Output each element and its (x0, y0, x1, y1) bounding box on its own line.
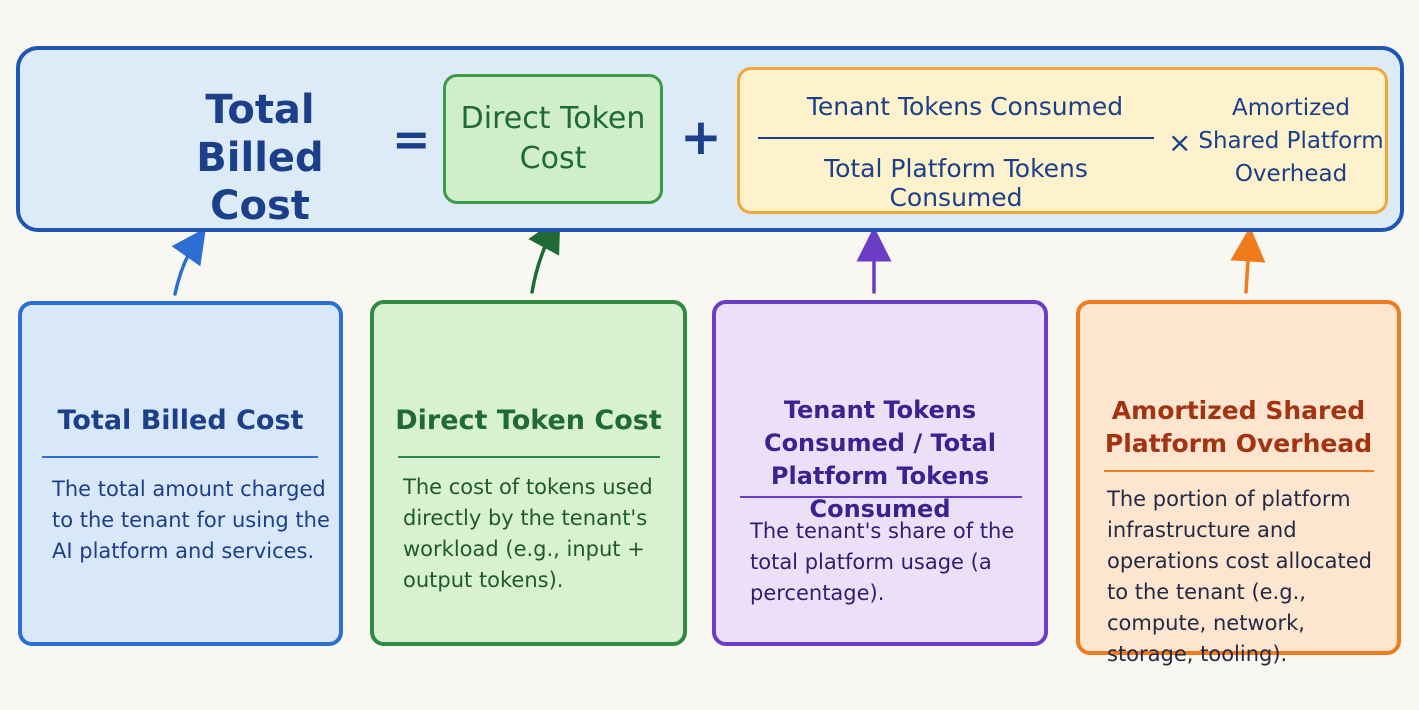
card-token-share (712, 300, 1048, 646)
card-title: Amortized Shared Platform Overhead (1104, 396, 1373, 458)
formula-overhead-label: Amortized Shared Platform Overhead (1198, 95, 1384, 187)
card-divider (740, 496, 1022, 498)
card-divider (42, 456, 318, 458)
equals-sign: = (392, 112, 431, 166)
card-shared-overhead (1076, 300, 1401, 655)
card-description: The total amount charged to the tenant f… (52, 477, 330, 563)
arrow-overhead (1230, 226, 1266, 294)
arrow-total (171, 227, 207, 296)
card-description: The cost of tokens used directly by the … (403, 475, 653, 592)
card-divider (398, 456, 660, 458)
card-divider (1104, 470, 1374, 472)
card-description: The portion of platform infrastructure a… (1107, 487, 1372, 666)
card-direct-token-cost (370, 300, 687, 646)
times-sign: × (1168, 126, 1192, 159)
fraction-numerator: Tenant Tokens Consumed (806, 92, 1124, 121)
formula-total-label: Total Billed Cost (196, 87, 324, 229)
formula-direct-label: Direct Token Cost (460, 101, 646, 176)
card-title: Total Billed Cost (57, 405, 304, 436)
fraction-denominator: Total Platform Tokens Consumed (824, 154, 1088, 212)
fraction-bar (758, 137, 1154, 139)
formula-direct-box: Direct Token Cost (443, 74, 663, 204)
card-title: Direct Token Cost (395, 405, 662, 436)
formula-ratio-box (737, 67, 1388, 214)
card-title: Tenant Tokens Consumed / Total Platform … (763, 396, 997, 523)
plus-sign: + (680, 108, 722, 166)
card-description: The tenant's share of the total platform… (750, 519, 1015, 605)
arrow-direct (528, 216, 561, 294)
card-total-billed-cost (18, 301, 343, 646)
